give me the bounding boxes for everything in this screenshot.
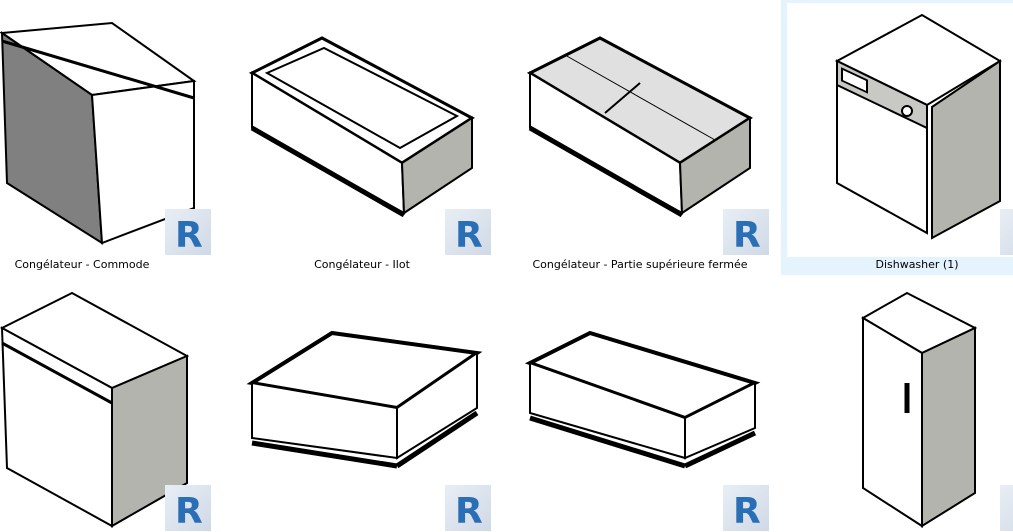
thumbnail-refrigerator	[787, 288, 1013, 528]
file-item[interactable]: R	[781, 285, 1013, 532]
file-name: Congélateur - Partie supérieure fermée	[532, 258, 748, 271]
thumbnail-island-freezer-rounded	[232, 288, 492, 528]
revit-file-icon: R	[445, 209, 491, 255]
revit-file-icon: R	[165, 485, 211, 531]
svg-text:R: R	[455, 491, 483, 531]
thumbnail-island-freezer-open	[232, 3, 492, 257]
revit-file-icon: R	[1000, 485, 1013, 531]
thumbnail-dishwasher	[787, 3, 1013, 257]
file-item[interactable]: R	[226, 285, 498, 532]
svg-text:R: R	[1010, 491, 1013, 531]
file-item[interactable]: R Congélateur - Partie supérieure fermée	[504, 0, 776, 275]
file-name: Dishwasher (1)	[875, 258, 959, 271]
file-name: Congélateur - Ilot	[314, 258, 410, 271]
revit-file-icon: R	[165, 209, 211, 255]
file-item[interactable]: R Congélateur - Ilot	[226, 0, 498, 275]
revit-file-icon: R	[1000, 209, 1013, 255]
revit-file-icon: R	[445, 485, 491, 531]
thumbnail-chest-freezer-lid	[0, 288, 212, 528]
file-item[interactable]: R Congélateur - Commode	[0, 0, 218, 275]
file-name: Congélateur - Commode	[14, 258, 150, 271]
revit-file-icon: R	[723, 209, 769, 255]
revit-file-icon: R	[723, 485, 769, 531]
svg-text:R: R	[733, 491, 761, 531]
file-item-selected[interactable]: R Dishwasher (1)	[781, 0, 1013, 275]
svg-text:R: R	[1010, 215, 1013, 255]
thumbnail-chest-freezer	[0, 3, 212, 257]
svg-text:R: R	[455, 215, 483, 255]
svg-text:R: R	[733, 215, 761, 255]
file-item[interactable]: R	[0, 285, 218, 532]
file-item[interactable]: R	[504, 285, 776, 532]
svg-text:R: R	[175, 215, 203, 255]
svg-text:R: R	[175, 491, 203, 531]
